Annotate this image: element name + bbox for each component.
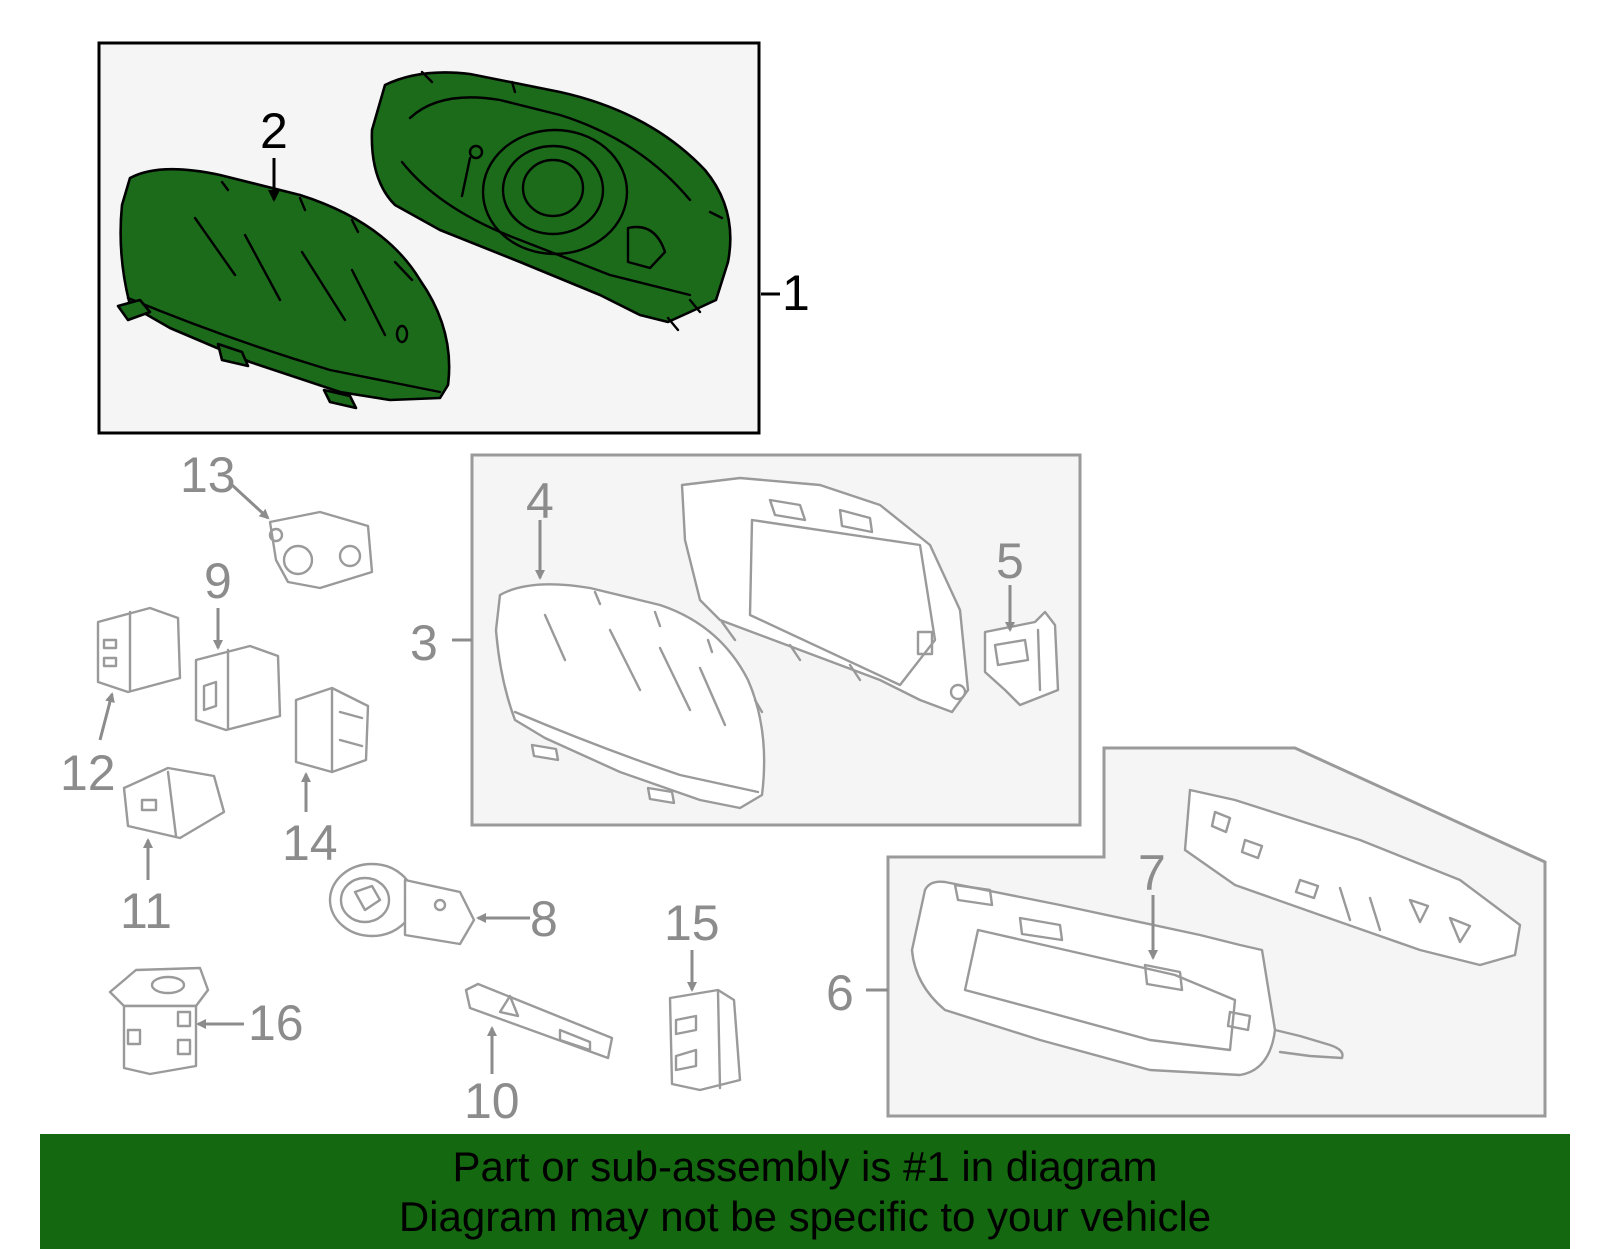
callout-10: 10: [464, 1073, 520, 1129]
control-panel-part-6[interactable]: [910, 880, 1344, 1077]
switch-part-8[interactable]: [328, 862, 476, 946]
switch-part-5[interactable]: [983, 610, 1060, 707]
callout-15: 15: [664, 895, 720, 951]
callout-13: 13: [180, 447, 236, 503]
switch-part-12[interactable]: [96, 606, 182, 694]
callout-11: 11: [120, 883, 172, 939]
meter-case-part-3[interactable]: [680, 476, 970, 714]
footer-banner: Part or sub-assembly is #1 in diagram Di…: [40, 1134, 1570, 1249]
callout-3: 3: [410, 615, 438, 671]
callout-1: 1: [782, 265, 810, 321]
switch-part-9[interactable]: [194, 644, 282, 732]
meter-lens-part-2[interactable]: [116, 167, 451, 410]
callout-5: 5: [996, 533, 1024, 589]
footer-line-1: Part or sub-assembly is #1 in diagram: [452, 1142, 1158, 1190]
switch-part-10[interactable]: [464, 982, 614, 1060]
callout-6: 6: [826, 965, 854, 1021]
meter-lens-part-4[interactable]: [494, 583, 766, 810]
switch-part-14[interactable]: [294, 686, 370, 774]
switch-part-16[interactable]: [108, 966, 210, 1076]
switch-part-11[interactable]: [122, 766, 226, 840]
switch-part-13[interactable]: [268, 510, 374, 590]
callout-9: 9: [204, 553, 232, 609]
callout-7: 7: [1138, 845, 1166, 901]
callout-8: 8: [530, 891, 558, 947]
callout-12: 12: [60, 745, 116, 801]
callout-2: 2: [260, 103, 288, 159]
callout-4: 4: [526, 473, 554, 529]
footer-line-2: Diagram may not be specific to your vehi…: [398, 1192, 1212, 1240]
callout-14: 14: [282, 815, 338, 871]
callout-16: 16: [248, 995, 304, 1051]
meter-case-part-1[interactable]: [370, 70, 732, 332]
control-panel-part-7[interactable]: [1183, 788, 1522, 967]
switch-part-15[interactable]: [668, 988, 742, 1092]
